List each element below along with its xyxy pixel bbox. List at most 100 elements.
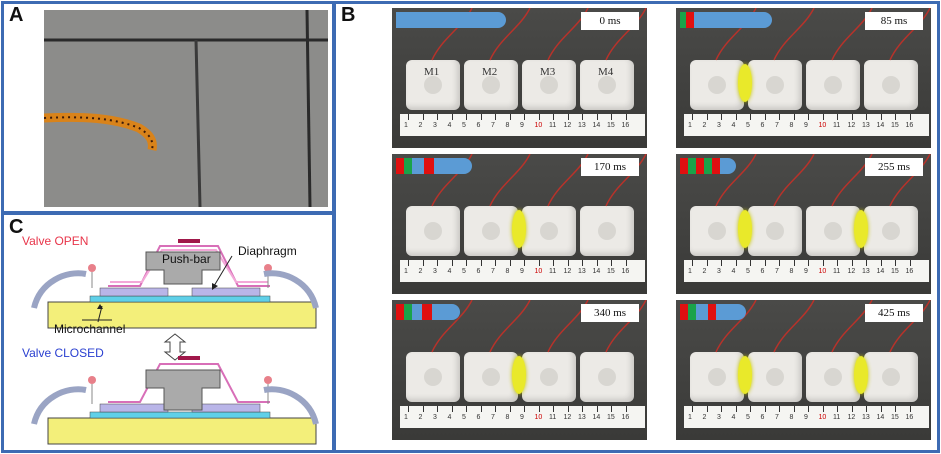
ruler-tick: [822, 260, 824, 266]
ruler-number: 15: [891, 268, 899, 275]
state-segment: [712, 158, 720, 174]
ruler-number: 10: [818, 268, 827, 275]
active-actuator: [738, 210, 752, 248]
ruler-number: 3: [717, 268, 721, 275]
ruler-tick: [451, 114, 453, 120]
state-segment: [716, 304, 730, 320]
ruler-number: 3: [717, 122, 721, 129]
valve-closed-label: Valve CLOSED: [22, 346, 104, 360]
ruler-number: 2: [702, 122, 707, 129]
ruler-number: 8: [789, 414, 794, 421]
ruler-tick: [553, 260, 554, 266]
module-label: M4: [598, 66, 614, 78]
ruler-tick: [764, 114, 766, 120]
wire: [715, 154, 757, 207]
ruler-tick: [437, 406, 438, 412]
ruler-number: 11: [549, 268, 557, 275]
ruler-tick: [735, 260, 737, 266]
ruler-tick: [764, 406, 766, 412]
active-actuator: [738, 64, 752, 102]
ruler-tick: [509, 406, 511, 412]
ruler-number: 11: [549, 122, 557, 129]
ruler-number: 14: [592, 268, 601, 275]
ruler-number: 12: [563, 414, 572, 421]
ruler-tick: [582, 406, 583, 412]
ruler-tick: [779, 406, 780, 412]
ruler-number: 12: [847, 414, 856, 421]
ruler-number: 9: [804, 122, 808, 129]
state-sequence-bar: [396, 304, 460, 320]
ruler-number: 3: [433, 122, 437, 129]
ruler-tick: [895, 260, 896, 266]
ruler-tick: [880, 114, 882, 120]
wire: [889, 300, 931, 353]
module-hole: [424, 76, 442, 94]
ruler-tick: [735, 406, 737, 412]
ruler-tick: [851, 406, 853, 412]
state-sequence-bar: [680, 304, 746, 320]
ruler-tick: [495, 406, 496, 412]
ruler-tick: [692, 260, 693, 266]
module-hole: [540, 222, 558, 240]
ruler-tick: [466, 260, 467, 266]
ruler-tick: [706, 114, 708, 120]
timestamp-label: 0 ms: [581, 12, 639, 30]
ruler-tick: [866, 260, 867, 266]
ruler-tick: [509, 114, 511, 120]
panel-c-label: C: [9, 216, 24, 238]
ruler-number: 15: [607, 414, 615, 421]
ruler-tick: [866, 406, 867, 412]
module-hole: [708, 222, 726, 240]
ruler-number: 9: [520, 268, 524, 275]
ruler-number: 1: [688, 122, 692, 129]
state-segment: [720, 158, 736, 174]
ruler-number: 5: [746, 268, 750, 275]
state-sequence-bar: [396, 158, 472, 174]
robot-module-1: [690, 60, 744, 110]
ruler-number: 8: [505, 268, 510, 275]
active-actuator: [512, 210, 526, 248]
ruler-number: 5: [746, 122, 750, 129]
ruler-tick: [721, 114, 722, 120]
ruler-tick: [495, 114, 496, 120]
timestamp-label: 170 ms: [581, 158, 639, 176]
ruler-number: 16: [905, 414, 914, 421]
open-channel: [89, 295, 271, 303]
ruler-tick: [538, 406, 540, 412]
open-membrane: [108, 245, 270, 287]
timestamp-label: 255 ms: [865, 158, 923, 176]
robot-module-1: [406, 60, 460, 110]
ruler-tick: [779, 260, 780, 266]
module-hole: [482, 222, 500, 240]
wire: [715, 300, 757, 353]
ruler-number: 8: [505, 122, 510, 129]
microchannel-label: Microchannel: [54, 322, 126, 336]
ruler-tick: [779, 114, 780, 120]
ruler-tick: [750, 114, 751, 120]
ruler-number: 10: [818, 414, 827, 421]
ruler-number: 10: [534, 268, 543, 275]
ruler-number: 4: [447, 414, 452, 421]
ruler-tick: [451, 260, 453, 266]
ruler-number: 14: [592, 414, 601, 421]
ruler-number: 4: [731, 268, 736, 275]
ruler-tick: [895, 114, 896, 120]
timestamp-label: 85 ms: [865, 12, 923, 30]
ruler-number: 9: [804, 268, 808, 275]
ruler-number: 3: [717, 414, 721, 421]
millipede-photo: [44, 10, 328, 207]
ruler-number: 6: [760, 268, 765, 275]
ruler-number: 7: [491, 268, 495, 275]
panel-b-label: B: [341, 4, 356, 26]
push-bar-closed: [145, 369, 221, 411]
ruler-number: 3: [433, 414, 437, 421]
active-actuator: [854, 210, 868, 248]
ruler-number: 2: [418, 414, 423, 421]
robot-module-2: [464, 60, 518, 110]
ruler-number: 13: [578, 268, 586, 275]
robot-module-4: [580, 60, 634, 110]
module-hole: [882, 76, 900, 94]
